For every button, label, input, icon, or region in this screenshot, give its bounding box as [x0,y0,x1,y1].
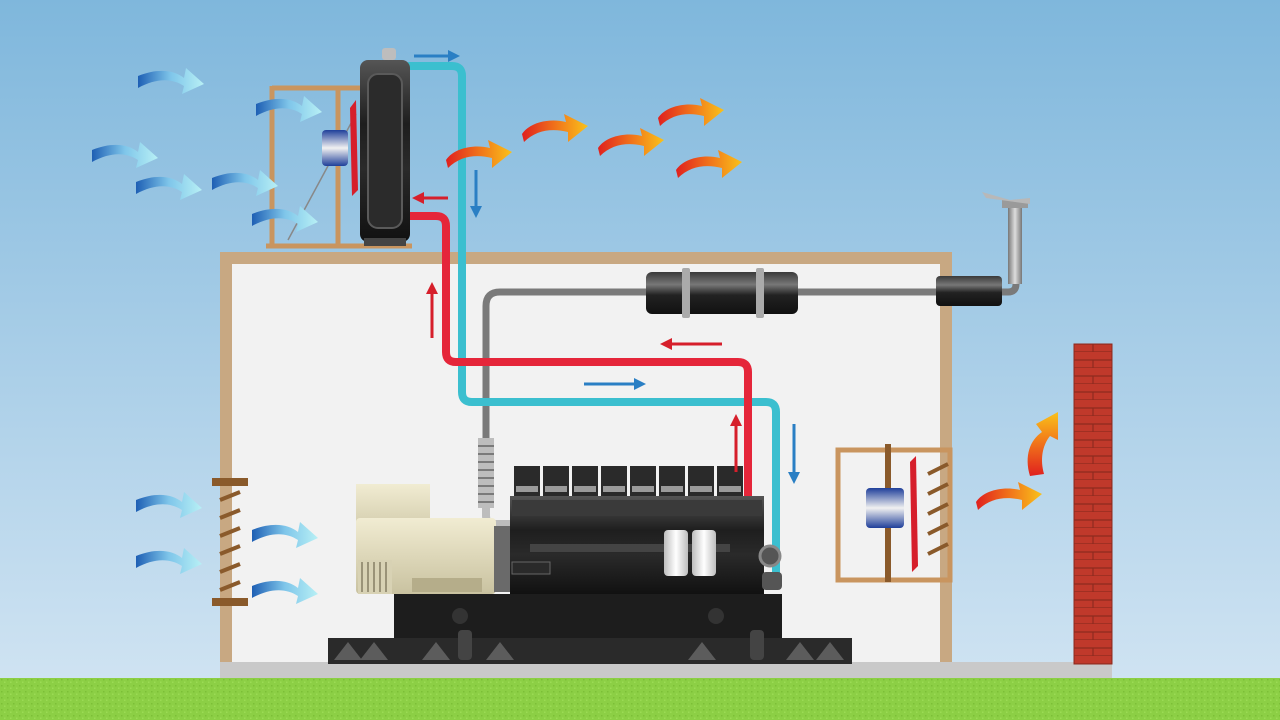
coolant-flow-arrow [426,282,438,338]
coolant-flow-arrow [730,414,742,472]
cool-water-pipe [408,62,780,584]
ground-grass [0,678,1280,720]
coolant-flow-arrow [412,192,448,204]
coolant-flow-arrow [660,338,722,350]
skid-base [328,594,852,664]
diesel-engine [510,466,782,594]
exhaust-fan [835,444,953,583]
exhaust-muffler [646,268,1002,318]
radiator [360,48,410,246]
alternator [356,484,512,594]
foundation-slab [220,662,1112,680]
building-wall [220,252,952,670]
coolant-flow-arrow [470,170,482,218]
hot-air-arrows [446,98,1058,510]
exhaust-pipe [482,200,1020,520]
brick-wall [1073,343,1113,665]
coolant-flow-arrows [412,50,800,484]
coolant-flow-arrow [414,50,460,62]
hot-water-pipe [408,212,752,500]
hot-air-arrow [1027,412,1058,476]
radiator-fan [322,100,358,196]
intake-louver [212,478,248,606]
exhaust-stack [982,192,1030,284]
coolant-flow-arrow [584,378,646,390]
coolant-flow-arrow [788,424,800,484]
